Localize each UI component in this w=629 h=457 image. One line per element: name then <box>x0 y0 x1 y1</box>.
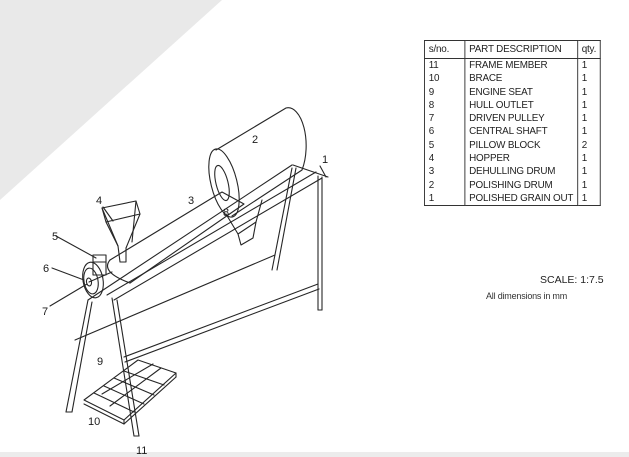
table-header-row: s/no. PART DESCRIPTION qty. <box>424 40 601 59</box>
cell-sno: 4 <box>424 152 466 166</box>
scale-label: SCALE: 1:7.5 <box>540 274 604 286</box>
callout-6: 6 <box>43 263 49 275</box>
cell-qty: 1 <box>576 58 601 73</box>
cell-sno: 8 <box>424 98 466 113</box>
cell-description: POLISHED GRAIN OUT <box>464 191 578 207</box>
header-sno: s/no. <box>424 40 466 59</box>
cell-description: PILLOW BLOCK <box>464 138 578 153</box>
cell-description: DRIVEN PULLEY <box>464 112 578 126</box>
cell-sno: 1 <box>424 191 466 207</box>
cell-description: POLISHING DRUM <box>464 178 578 192</box>
dimensions-note: All dimensions in mm <box>486 291 568 301</box>
cell-qty: 1 <box>576 85 601 99</box>
callout-8: 8 <box>223 207 229 219</box>
cell-qty: 1 <box>576 72 601 86</box>
callout-5: 5 <box>52 231 58 243</box>
cell-qty: 1 <box>576 152 601 166</box>
cell-description: FRAME MEMBER <box>464 58 578 73</box>
callout-1: 1 <box>322 154 328 166</box>
cell-sno: 11 <box>424 58 466 73</box>
cell-qty: 1 <box>576 191 601 207</box>
cell-description: ENGINE SEAT <box>464 85 578 99</box>
cell-sno: 10 <box>424 72 466 86</box>
cell-qty: 1 <box>576 178 601 192</box>
callout-9: 9 <box>97 356 103 368</box>
cell-description: CENTRAL SHAFT <box>464 125 578 139</box>
header-qty: qty. <box>576 40 601 59</box>
cell-qty: 2 <box>576 138 601 153</box>
cell-description: HULL OUTLET <box>464 98 578 113</box>
callout-3: 3 <box>188 195 194 207</box>
cell-sno: 9 <box>424 85 466 99</box>
callout-2: 2 <box>252 134 258 146</box>
cell-description: DEHULLING DRUM <box>464 165 578 179</box>
cell-sno: 5 <box>424 138 466 153</box>
cell-sno: 7 <box>424 112 466 126</box>
callout-7: 7 <box>42 306 48 318</box>
cell-qty: 1 <box>576 125 601 139</box>
callout-11: 11 <box>136 445 147 457</box>
cell-sno: 2 <box>424 178 466 192</box>
cell-qty: 1 <box>576 112 601 126</box>
callout-4: 4 <box>96 195 102 207</box>
cell-description: HOPPER <box>464 152 578 166</box>
cell-sno: 6 <box>424 125 466 139</box>
cell-qty: 1 <box>576 165 601 179</box>
header-part-description: PART DESCRIPTION <box>464 40 578 59</box>
cell-sno: 3 <box>424 165 466 179</box>
cell-description: BRACE <box>464 72 578 86</box>
callout-10: 10 <box>88 416 100 428</box>
cell-qty: 1 <box>576 98 601 113</box>
